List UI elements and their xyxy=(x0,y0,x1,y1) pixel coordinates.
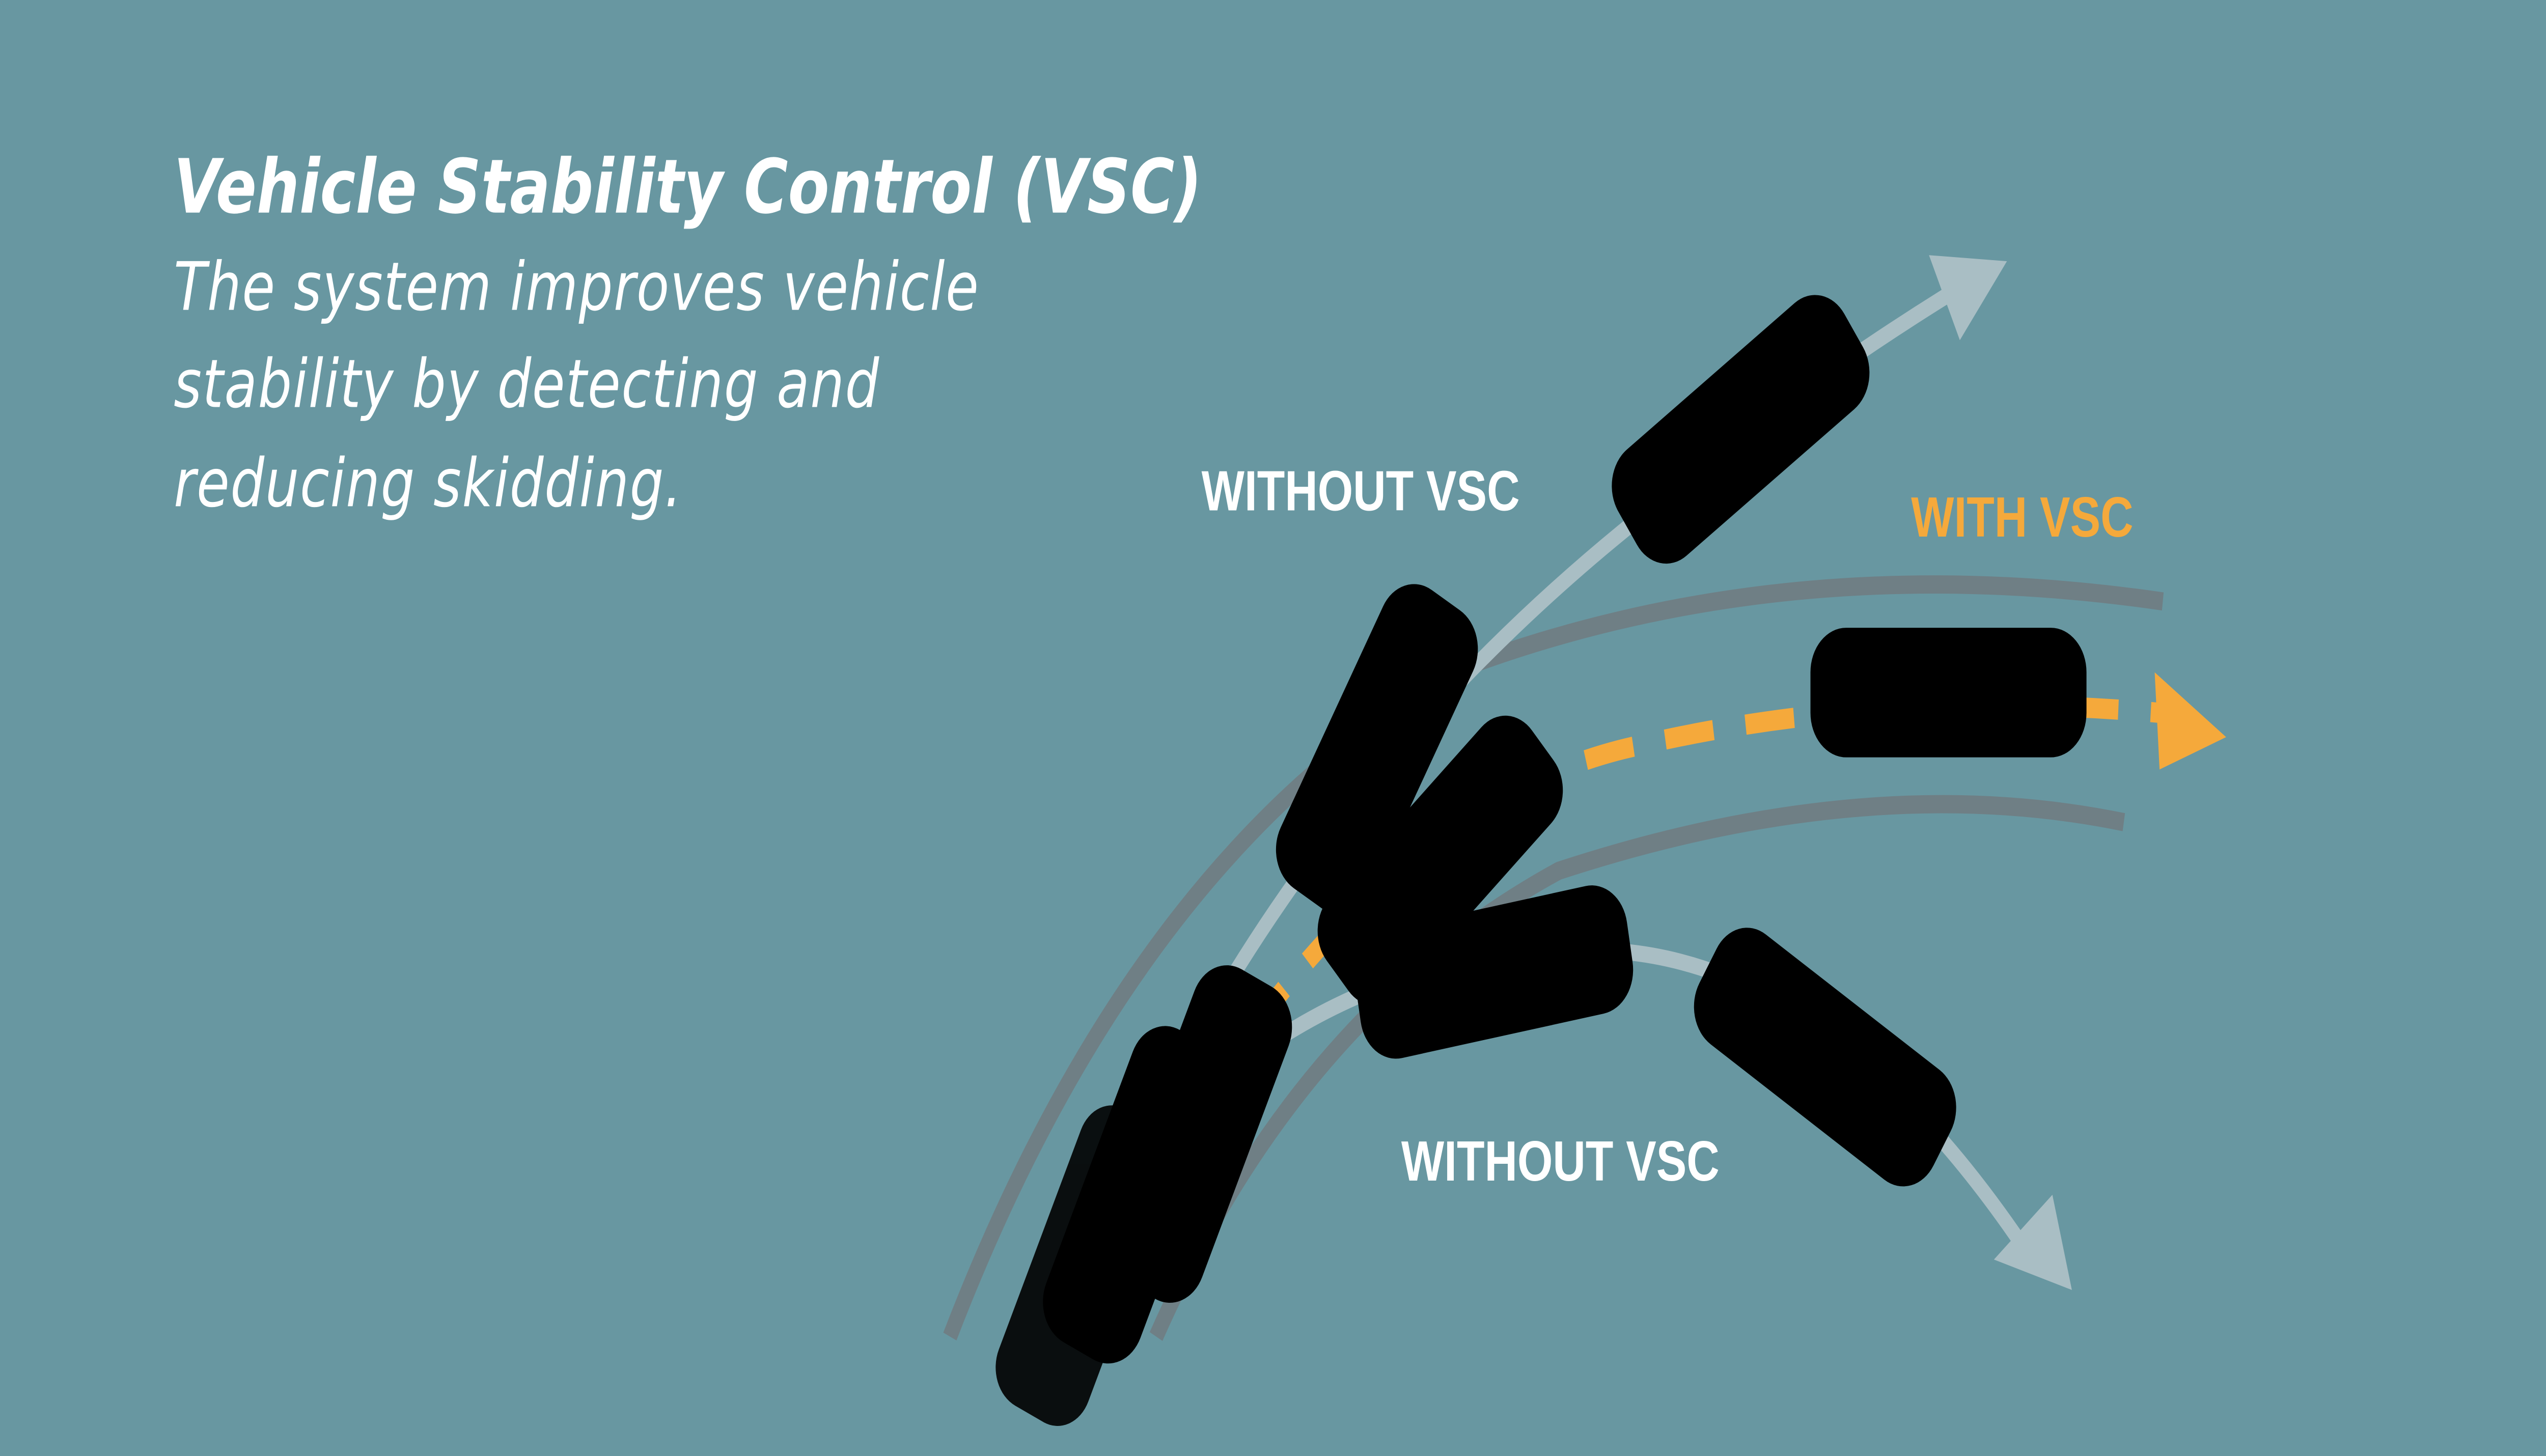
vsc-arrowhead-icon xyxy=(2154,672,2226,770)
oversteer-arrowhead-icon xyxy=(1994,1194,2072,1290)
label-without-vsc-bottom: WITHOUT VSC xyxy=(1401,1130,1720,1193)
label-with-vsc: WITH VSC xyxy=(1911,486,2133,549)
description-line-1: The system improves vehicle xyxy=(174,248,979,326)
description-line-2: stability by detecting and xyxy=(174,346,880,423)
description-line-3: reducing skidding. xyxy=(174,445,682,522)
label-without-vsc-top: WITHOUT VSC xyxy=(1202,460,1520,523)
page-title: Vehicle Stability Control (VSC) xyxy=(174,144,1202,231)
understeer-arrowhead-icon xyxy=(1929,255,2007,341)
car-with-vsc-2 xyxy=(1810,628,2087,758)
road-edge-inner xyxy=(1149,795,2125,1341)
